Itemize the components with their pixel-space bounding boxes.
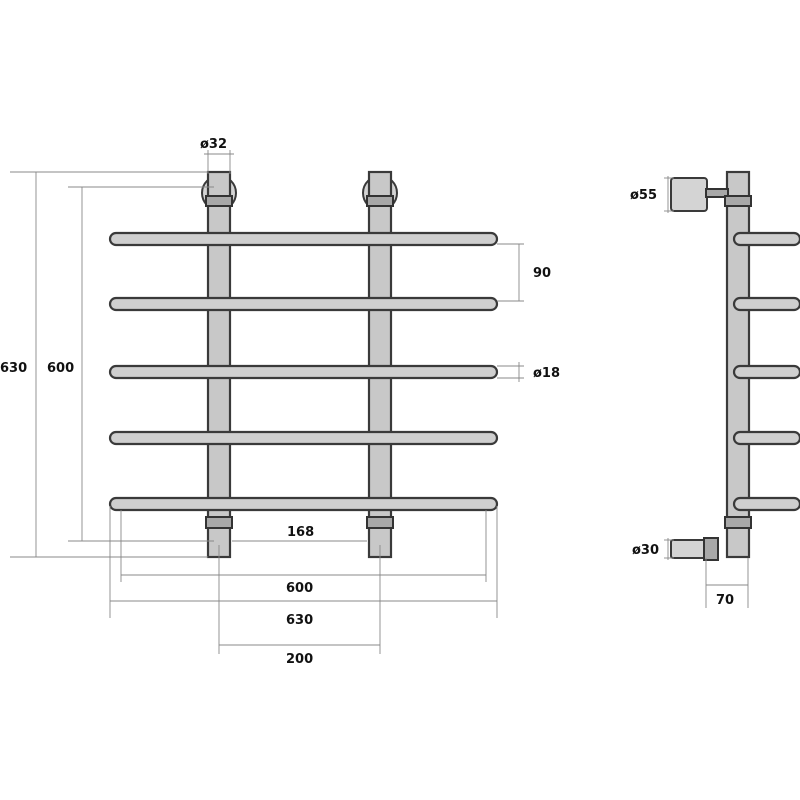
dimension-center-height: 600 (47, 186, 214, 542)
side-bar-4 (732, 430, 800, 446)
dimension-mount-diameter: ø55 (630, 176, 674, 213)
label-center-height: 600 (47, 361, 74, 376)
label-depth: 70 (716, 593, 734, 608)
dimension-connection-diameter: ø30 (632, 538, 674, 560)
left-bottom-collar (205, 516, 233, 529)
side-view: ø55 ø30 70 (630, 170, 800, 608)
front-view: ø32 630 600 90 ø18 (0, 137, 560, 667)
side-bar-5 (732, 496, 800, 512)
right-bottom-collar (366, 516, 394, 529)
side-bar-2 (732, 296, 800, 312)
dimension-bar-diameter: ø18 (497, 362, 560, 382)
label-connection-diameter: ø30 (632, 543, 659, 558)
side-vertical-post (725, 170, 751, 559)
side-wall-mount (670, 177, 708, 212)
dimension-post-diameter: ø32 (200, 137, 234, 174)
label-inner-width: 168 (287, 525, 314, 540)
horizontal-bar-4 (108, 430, 499, 446)
label-mount-diameter: ø55 (630, 188, 657, 203)
side-bottom-connection (670, 539, 707, 559)
side-mount-arm (705, 188, 729, 198)
side-bar-1 (732, 231, 800, 247)
horizontal-bar-2 (108, 296, 499, 312)
dimension-post-spacing: 200 (218, 545, 381, 667)
horizontal-bar-3 (108, 364, 499, 380)
label-width-600: 600 (286, 581, 313, 596)
dimension-total-height: 630 (0, 171, 208, 558)
label-width-630: 630 (286, 613, 313, 628)
side-bar-3 (732, 364, 800, 380)
side-bottom-collar (724, 516, 752, 529)
label-post-spacing: 200 (286, 652, 313, 667)
side-connection-nut (703, 537, 719, 561)
horizontal-bar-5 (108, 496, 499, 512)
dimension-depth: 70 (705, 558, 749, 608)
label-bar-diameter: ø18 (533, 366, 560, 381)
dimension-width-600: 600 (120, 510, 487, 596)
dimension-width-630: 630 (109, 506, 498, 628)
dimension-bar-spacing: 90 (497, 243, 551, 302)
dimension-inner-width: 168 (232, 525, 367, 542)
right-top-collar (366, 195, 394, 207)
label-bar-spacing: 90 (533, 266, 551, 281)
left-top-collar (205, 195, 233, 207)
label-post-diameter: ø32 (200, 137, 227, 152)
label-total-height: 630 (0, 361, 27, 376)
horizontal-bar-1 (108, 231, 499, 247)
side-top-collar (724, 195, 752, 207)
